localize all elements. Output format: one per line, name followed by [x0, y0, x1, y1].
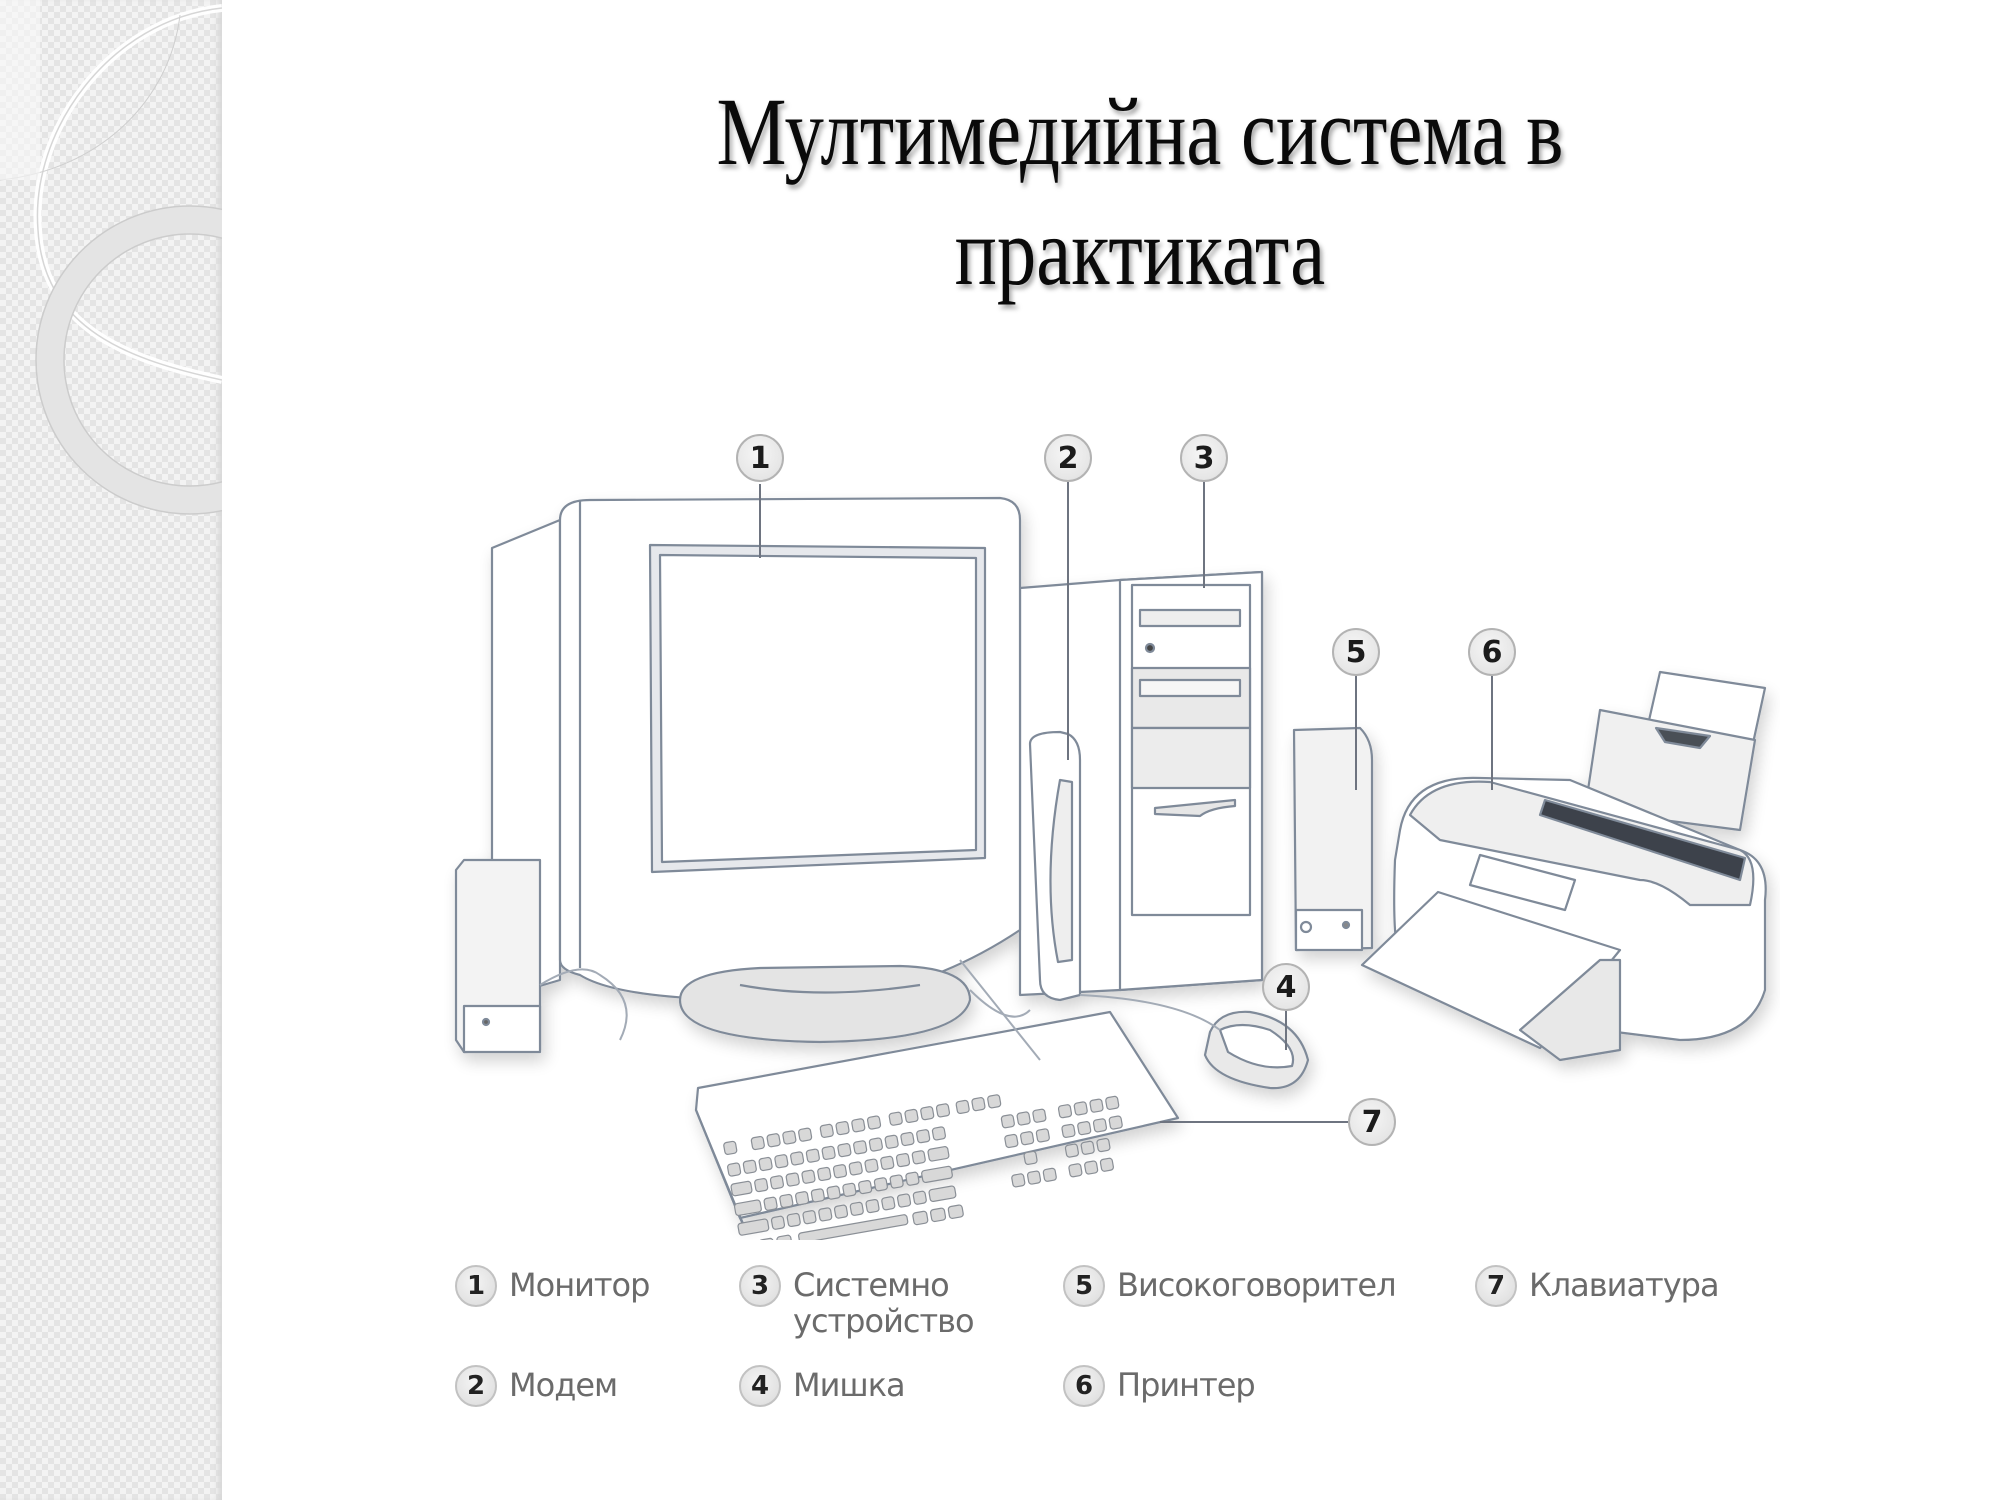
- callout-monitor: 1: [736, 434, 784, 482]
- legend-number: 4: [739, 1365, 781, 1407]
- legend-label: Системно устройство: [793, 1266, 975, 1340]
- legend-item-modem: 2 Модем: [455, 1365, 618, 1407]
- legend-item-keyboard: 7 Клавиатура: [1475, 1265, 1720, 1307]
- legend-number: 7: [1475, 1265, 1517, 1307]
- legend-label: Високоговорител: [1117, 1266, 1397, 1304]
- monitor-drawing: [490, 496, 1022, 1044]
- right-speaker-drawing: [1292, 726, 1374, 952]
- callout-mouse: 4: [1262, 963, 1310, 1011]
- legend-label: Модем: [509, 1366, 618, 1404]
- legend-number: 3: [739, 1265, 781, 1307]
- legend-number: 6: [1063, 1365, 1105, 1407]
- legend-number: 1: [455, 1265, 497, 1307]
- left-speaker-drawing: [454, 858, 542, 1054]
- legend-item-system-unit: 3 Системно устройство: [739, 1265, 975, 1340]
- modem-drawing: [1028, 730, 1082, 1002]
- legend-label: Принтер: [1117, 1366, 1256, 1404]
- legend-number: 5: [1063, 1265, 1105, 1307]
- mouse-drawing: [1203, 1010, 1310, 1090]
- callout-keyboard: 7: [1348, 1098, 1396, 1146]
- legend-label: Мишка: [793, 1366, 906, 1404]
- computer-system-illustration: [454, 482, 1767, 1240]
- decorative-rings: [0, 0, 222, 515]
- callout-modem: 2: [1044, 434, 1092, 482]
- legend-number: 2: [455, 1365, 497, 1407]
- legend-item-monitor: 1 Монитор: [455, 1265, 650, 1307]
- legend-label: Клавиатура: [1529, 1266, 1720, 1304]
- title-line-1: Мултимедийна система в: [716, 78, 1564, 185]
- printer-drawing: [1360, 670, 1767, 1062]
- keyboard-keys: [723, 1094, 1123, 1240]
- title-line-2: практиката: [954, 198, 1326, 305]
- callout-printer: 6: [1468, 628, 1516, 676]
- leader-lines: [759, 482, 1493, 1123]
- callout-speaker: 5: [1332, 628, 1380, 676]
- legend-item-speaker: 5 Високоговорител: [1063, 1265, 1397, 1307]
- callout-system-unit: 3: [1180, 434, 1228, 482]
- legend-item-mouse: 4 Мишка: [739, 1365, 906, 1407]
- legend-item-printer: 6 Принтер: [1063, 1365, 1256, 1407]
- legend-label: Монитор: [509, 1266, 650, 1304]
- slide-title: Мултимедийна система в практиката: [411, 72, 1869, 312]
